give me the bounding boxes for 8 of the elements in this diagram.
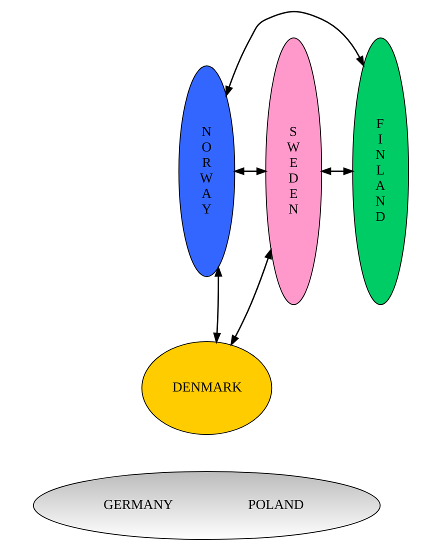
node-ellipse: GERMANY POLAND (33, 471, 381, 540)
arrow (230, 248, 272, 346)
node-ellipse: FINLAND (352, 37, 409, 306)
node-ellipse: DENMARK (141, 341, 272, 435)
arrow (320, 167, 355, 176)
arrow (213, 265, 222, 344)
arrow (226, 10, 364, 98)
arrow (232, 167, 268, 176)
